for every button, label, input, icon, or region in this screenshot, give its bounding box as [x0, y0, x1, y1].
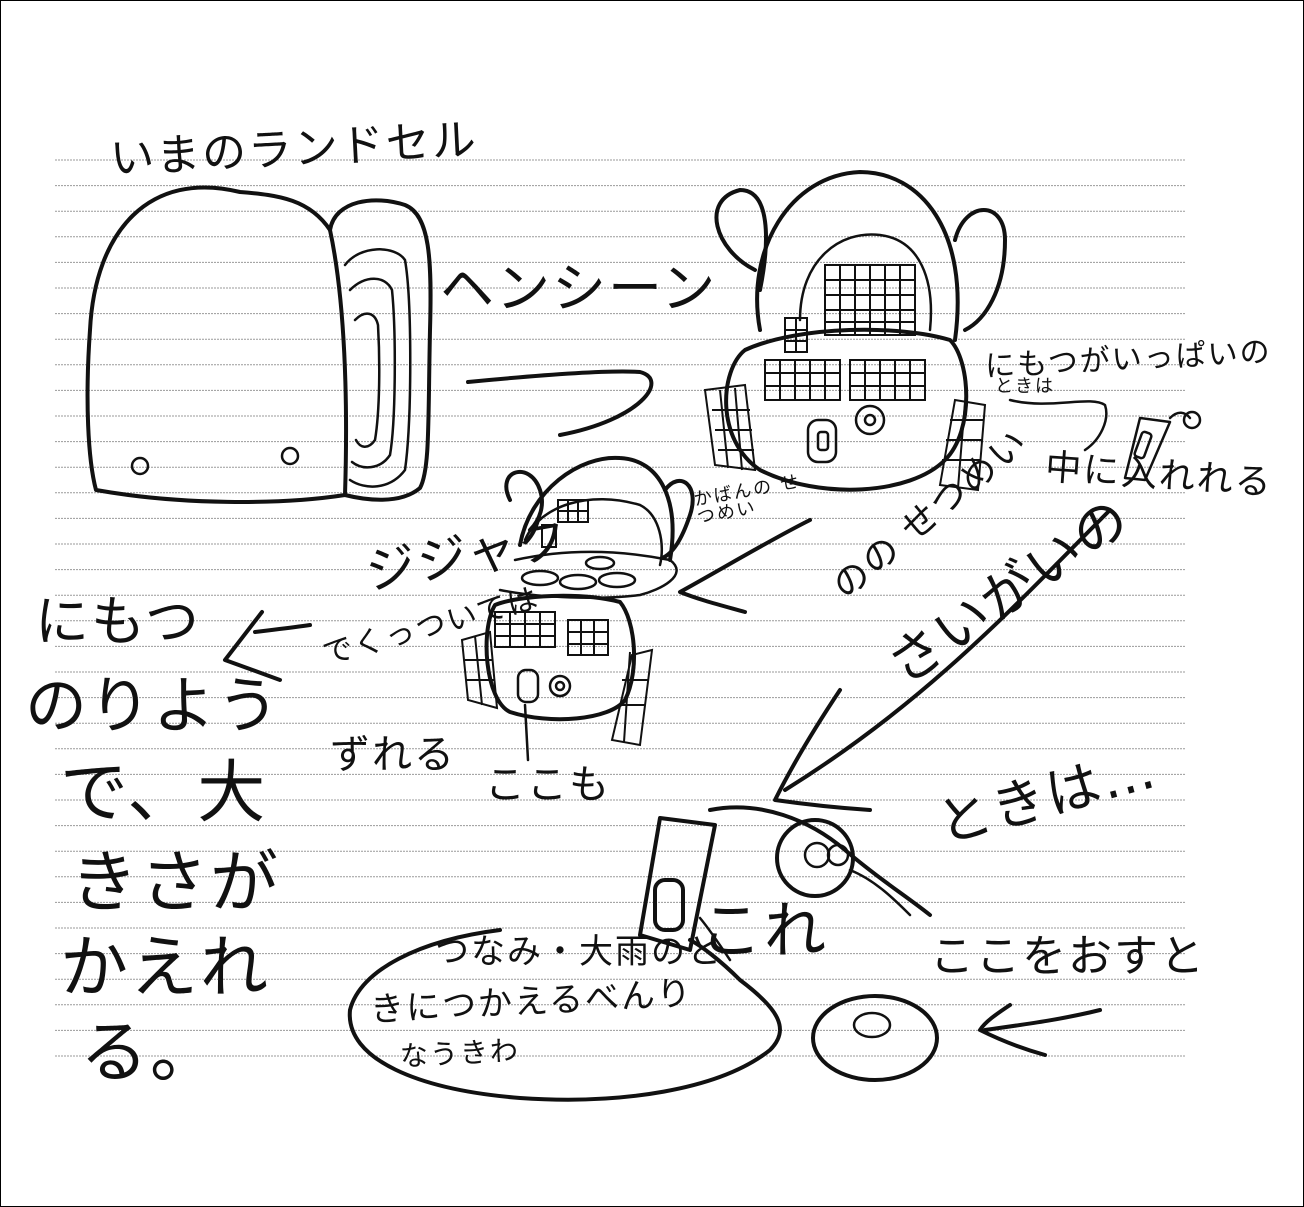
koko-wo-osu-to-text: ここをおすと — [930, 931, 1206, 982]
arrow-left — [223, 610, 312, 682]
kisa-ga-text: きさが — [70, 844, 281, 923]
nimotsu-ippai-text-2: ときは — [995, 376, 1055, 397]
transform-arrow — [466, 369, 654, 437]
kore-text: これ — [700, 894, 829, 967]
henshin-text: ヘンシーン — [440, 257, 718, 320]
emergency-device-drawing — [638, 805, 1102, 1082]
arrow-kaban-setsumei — [678, 518, 812, 614]
device-drawing — [1123, 410, 1202, 482]
de-dai-text: で、大 — [60, 754, 268, 833]
kaere-text: かえれ — [60, 929, 271, 1008]
current-randoseru-drawing — [85, 185, 433, 504]
robot-randoseru-drawing — [703, 170, 1007, 492]
arrow-to-device — [1008, 398, 1108, 452]
arrow-emergency — [773, 508, 1112, 812]
bubble-text-1: つなみ・大雨のと — [435, 932, 723, 972]
speech-bubble — [347, 928, 782, 1102]
kokomo-text: ここも — [485, 762, 611, 808]
zureru-text: ずれる — [330, 732, 456, 778]
nimotsu-text: にもつ — [35, 590, 201, 653]
small-robot-drawing — [460, 455, 695, 762]
ru-text: る。 — [80, 1014, 221, 1093]
bubble-text-3: なうきわ — [399, 1033, 521, 1074]
noryou-text: のりよう — [25, 669, 282, 742]
